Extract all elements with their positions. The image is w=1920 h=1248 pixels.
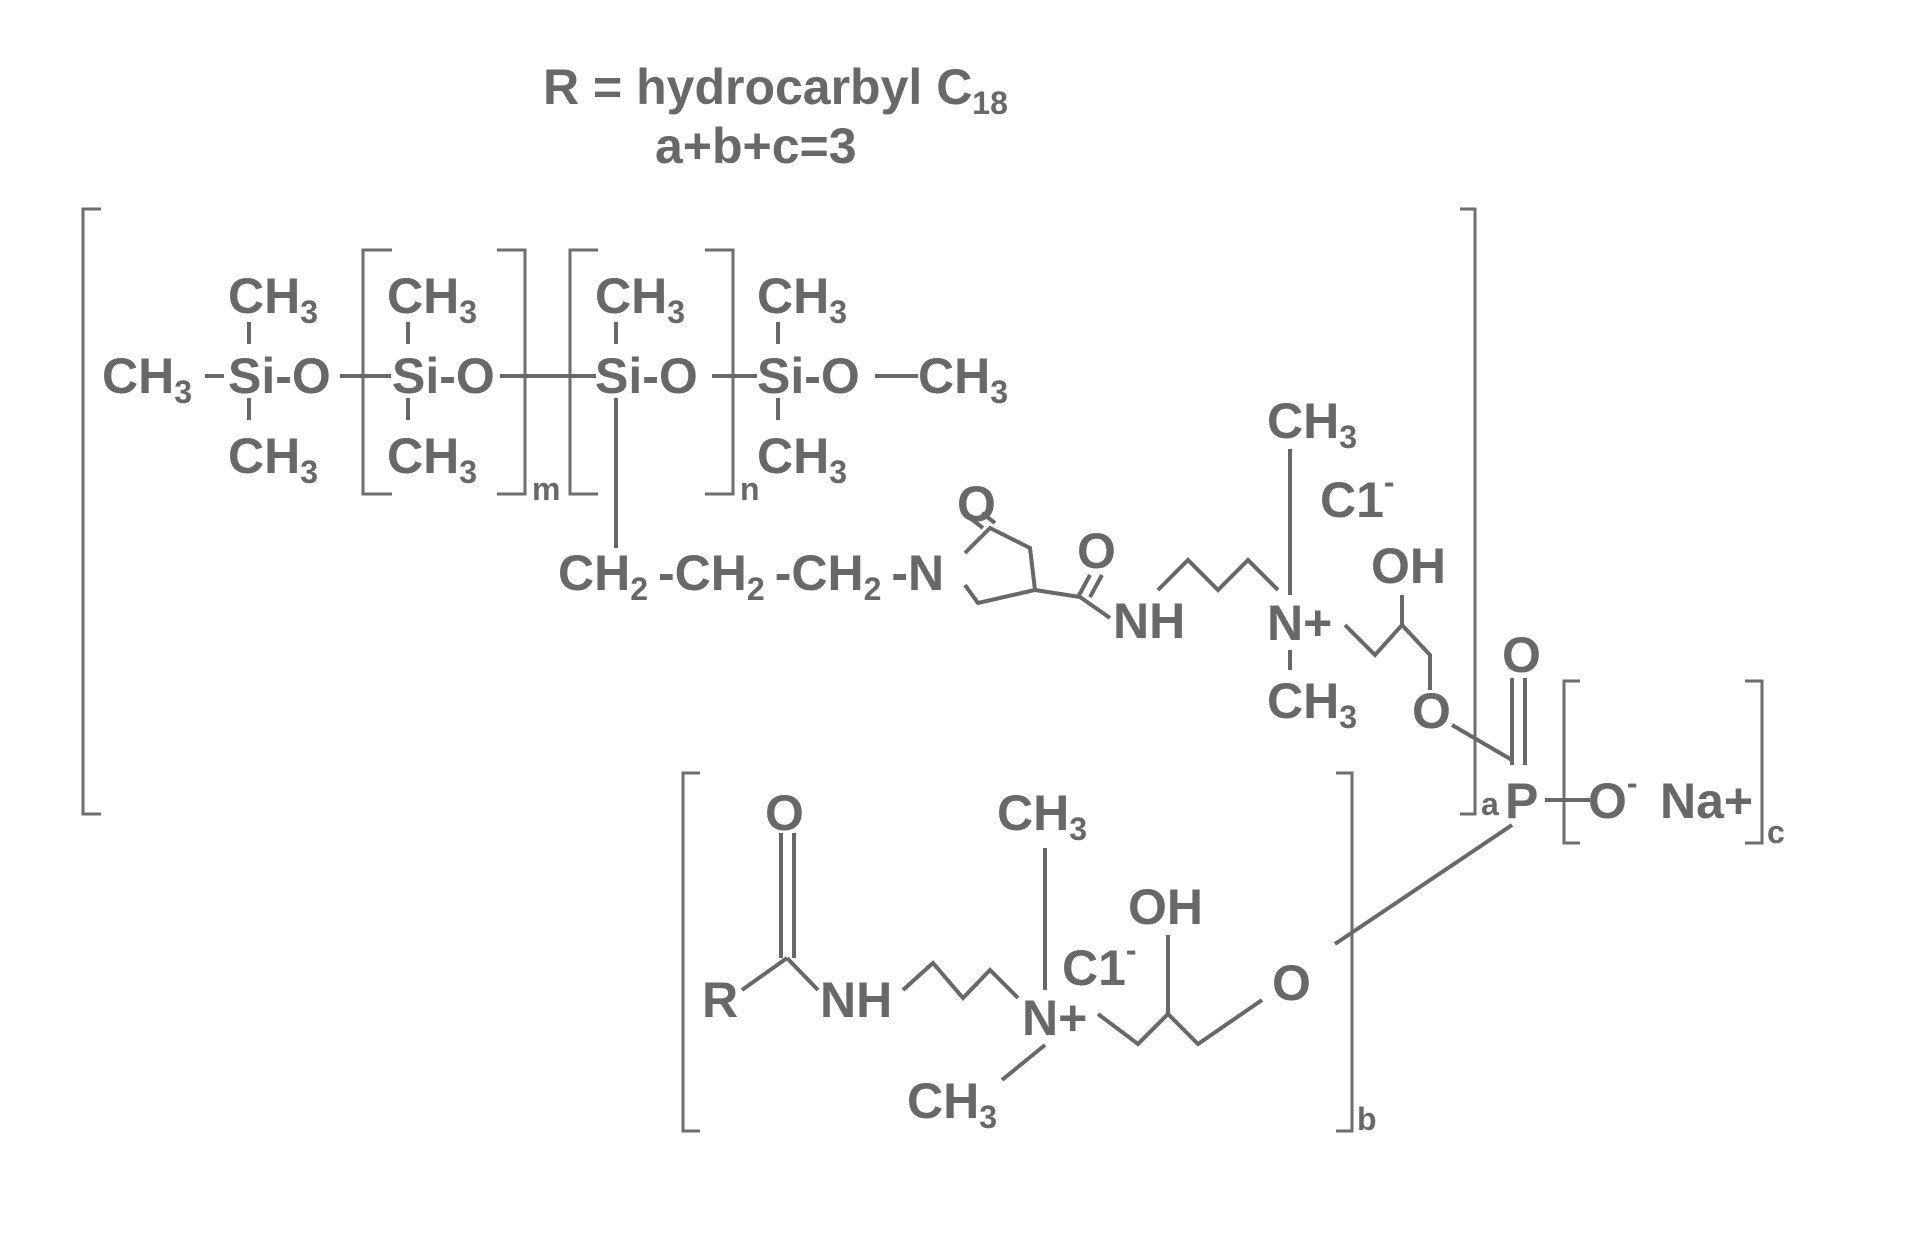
r-group: R: [702, 972, 738, 1028]
index-b: b: [1357, 1101, 1377, 1137]
amide-nh-1: NH: [1113, 593, 1185, 649]
upper-ether-oxygen: O: [1412, 683, 1451, 739]
bracket-b: [681, 771, 1354, 1133]
phosphate-bonds: [1333, 678, 1590, 946]
methyl-top-2: CH3: [387, 268, 477, 330]
upper-ammonium-methyl-top: CH3: [1267, 393, 1357, 455]
index-m: m: [532, 471, 560, 507]
index-a: a: [1481, 786, 1499, 822]
lower-hydroxyl: OH: [1128, 879, 1203, 935]
bracket-m: [361, 248, 527, 496]
upper-ammonium-methyl-bottom: CH3: [1267, 673, 1357, 735]
silicon-1: Si-O: [228, 348, 331, 404]
silicon-4: Si-O: [757, 348, 860, 404]
upper-hydroxyl: OH: [1371, 538, 1446, 594]
methyl-terminal-right: CH3: [918, 348, 1008, 410]
bracket-n: [568, 248, 735, 496]
methyl-bottom-1: CH3: [228, 428, 318, 490]
index-n: n: [740, 471, 760, 507]
amide-carbonyl-oxygen: O: [1077, 523, 1116, 579]
ring-carbonyl-oxygen: O: [957, 476, 996, 532]
methyl-bottom-4: CH3: [757, 428, 847, 490]
silicon-3: Si-O: [595, 348, 698, 404]
propyl-chain-label: CH2-CH2-CH2-N: [558, 545, 944, 607]
bracket-a-outer: [81, 207, 1477, 816]
methyl-top-1: CH3: [228, 268, 318, 330]
index-c: c: [1767, 814, 1785, 850]
sodium-counterion: Na+: [1660, 773, 1753, 829]
lower-chloride-counterion: C1-: [1062, 932, 1137, 996]
lower-ammonium-nitrogen: N+: [1022, 990, 1087, 1046]
upper-ammonium-bonds: [1156, 449, 1514, 762]
bracket-c: [1562, 679, 1764, 845]
lower-ammonium-methyl-bottom: CH3: [907, 1073, 997, 1135]
sum-rule-label: a+b+c=3: [655, 118, 857, 174]
methyl-terminal-left: CH3: [102, 348, 192, 410]
siloxane-bonds: [205, 322, 918, 548]
methyl-top-3: CH3: [595, 268, 685, 330]
amide-nh-2: NH: [820, 972, 892, 1028]
upper-chloride-counterion: C1-: [1320, 464, 1395, 528]
lower-ammonium-bonds: [740, 833, 1264, 1082]
phosphate-anion-oxygen: O-: [1588, 765, 1638, 829]
r-definition-label: R = hydrocarbyl C18: [543, 59, 1008, 121]
lower-carbonyl-oxygen: O: [765, 785, 804, 841]
methyl-bottom-2: CH3: [387, 428, 477, 490]
lower-ammonium-methyl-top: CH3: [997, 785, 1087, 847]
silicon-2: Si-O: [392, 348, 495, 404]
upper-ammonium-nitrogen: N+: [1267, 595, 1332, 651]
phosphorus-atom: P: [1505, 773, 1538, 829]
phosphoryl-oxygen: O: [1502, 627, 1541, 683]
lower-ether-oxygen: O: [1272, 955, 1311, 1011]
pyrrolidone-ring-bonds: [963, 511, 1112, 620]
methyl-top-4: CH3: [757, 268, 847, 330]
siloxane-labels: CH3 CH3 CH3 CH3 CH3 Si-O Si-O Si-O Si-O …: [102, 268, 1008, 490]
